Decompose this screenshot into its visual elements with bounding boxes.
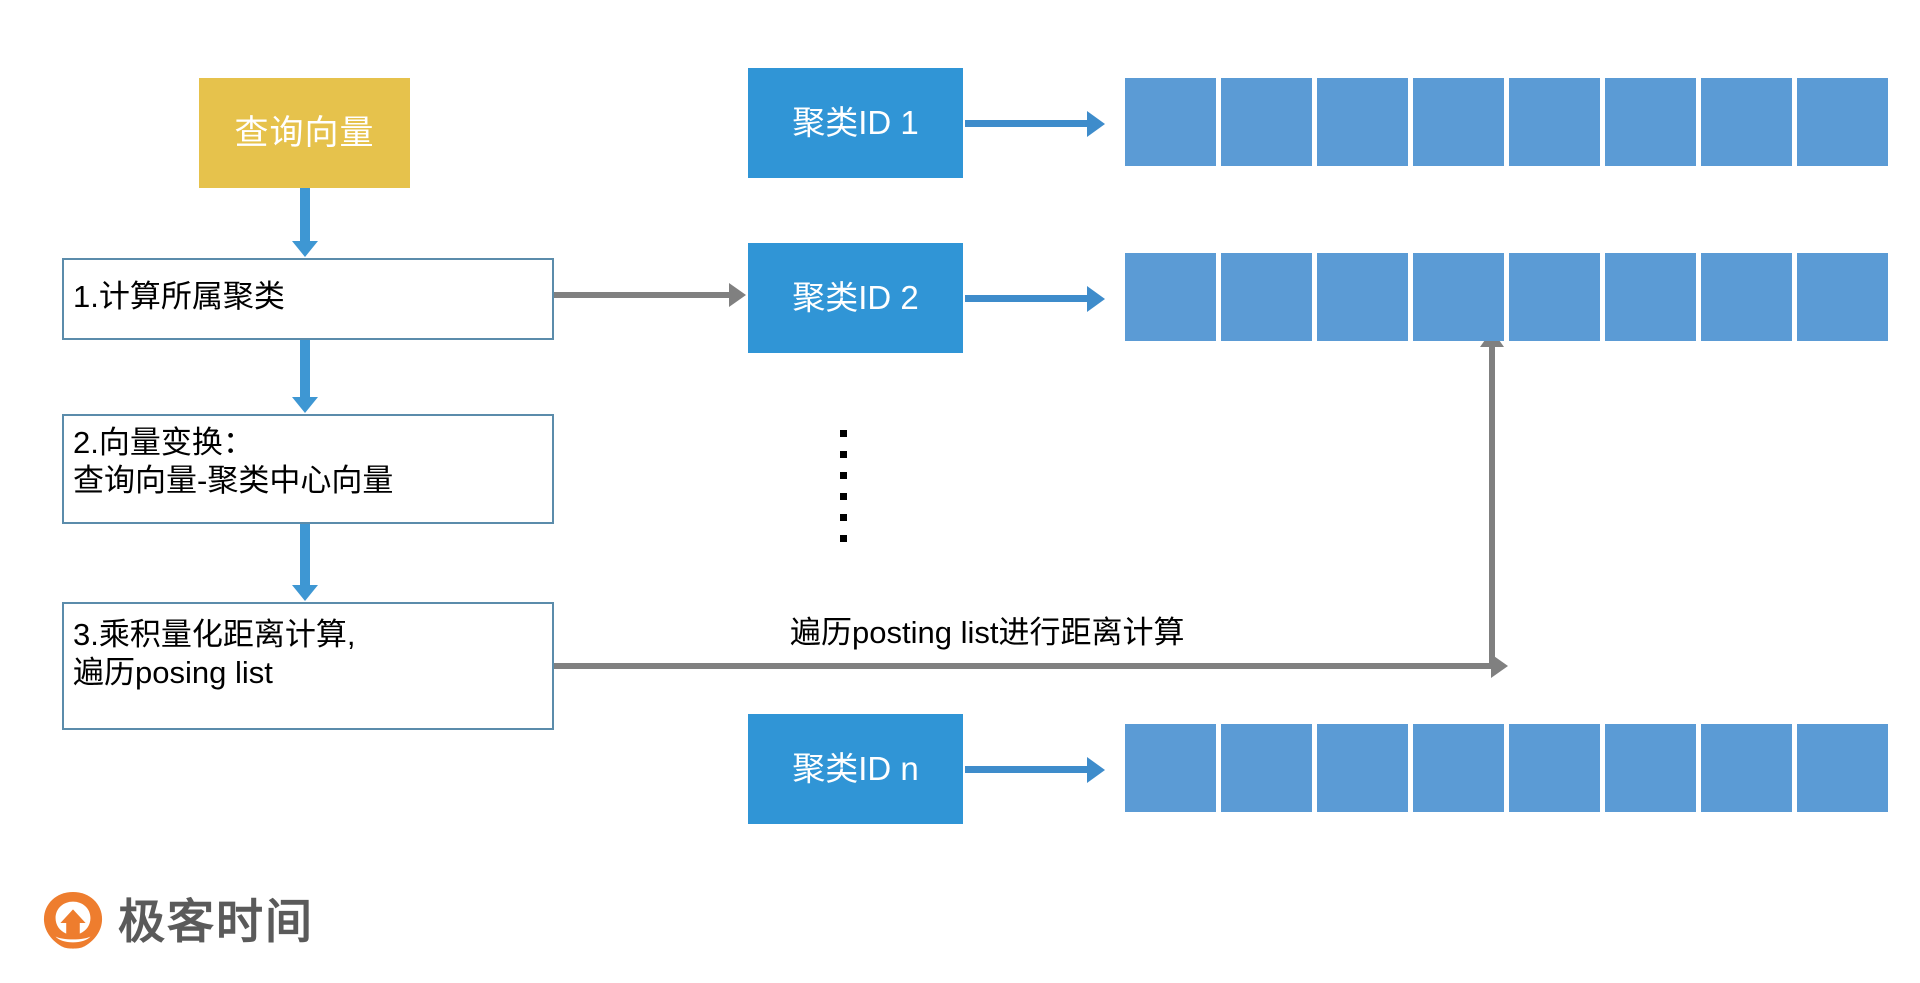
cluster-id-box-1: 聚类ID 1: [748, 68, 963, 178]
posting-list-cell: [1509, 253, 1600, 341]
cluster-id-label-1: 聚类ID 1: [792, 104, 919, 141]
cluster-id-box-n: 聚类ID n: [748, 714, 963, 824]
posting-list-cell: [1701, 78, 1792, 166]
cluster-id-box-2: 聚类ID 2: [748, 243, 963, 353]
step-2-label: 2.向量变换： 查询向量-聚类中心向量: [73, 425, 394, 498]
vertical-ellipsis-icon: [840, 430, 847, 542]
posting-list-cell: [1797, 253, 1888, 341]
posting-list-cell: [1317, 78, 1408, 166]
arrow-step1-to-step2: [300, 340, 310, 398]
step-box-1: 1.计算所属聚类: [62, 258, 554, 340]
posting-list-row-2: [1125, 253, 1888, 341]
arrow-traverse-up-to-postinglist: [1489, 345, 1495, 669]
ellipsis-dot: [840, 451, 847, 458]
arrow-query-to-step1: [300, 188, 310, 242]
posting-list-row-1: [1125, 78, 1888, 166]
posting-list-cell: [1317, 253, 1408, 341]
posting-list-cell: [1413, 724, 1504, 812]
posting-list-cell: [1509, 724, 1600, 812]
posting-list-cell: [1221, 78, 1312, 166]
ellipsis-dot: [840, 514, 847, 521]
arrow-clustern-to-postinglist: [965, 766, 1088, 773]
arrow-cluster1-to-postinglist: [965, 120, 1088, 127]
arrow-step3-traverse-horizontal: [554, 663, 1492, 669]
posting-list-cell: [1125, 78, 1216, 166]
ellipsis-dot: [840, 535, 847, 542]
traverse-caption: 遍历posting list进行距离计算: [790, 615, 1185, 650]
posting-list-cell: [1605, 78, 1696, 166]
posting-list-cell: [1605, 253, 1696, 341]
posting-list-cell: [1413, 78, 1504, 166]
step-3-label: 3.乘积量化距离计算, 遍历posing list: [73, 617, 356, 690]
brand-wordmark: 极客时间: [118, 894, 314, 948]
posting-list-cell: [1701, 724, 1792, 812]
posting-list-cell: [1317, 724, 1408, 812]
posting-list-cell: [1125, 253, 1216, 341]
arrow-step2-to-step3: [300, 524, 310, 586]
posting-list-cell: [1125, 724, 1216, 812]
posting-list-cell: [1221, 253, 1312, 341]
geekbang-logo-mark-icon: [43, 891, 103, 949]
posting-list-row-n: [1125, 724, 1888, 812]
arrow-cluster2-to-postinglist: [965, 295, 1088, 302]
posting-list-cell: [1605, 724, 1696, 812]
posting-list-cell: [1701, 253, 1792, 341]
brand-logo: 极客时间: [42, 890, 314, 952]
step-1-label: 1.计算所属聚类: [73, 279, 285, 314]
query-vector-box: 查询向量: [199, 78, 410, 188]
posting-list-cell: [1797, 78, 1888, 166]
step-box-3: 3.乘积量化距离计算, 遍历posing list: [62, 602, 554, 730]
cluster-id-label-n: 聚类ID n: [792, 750, 919, 787]
posting-list-cell: [1509, 78, 1600, 166]
cluster-id-label-2: 聚类ID 2: [792, 279, 919, 316]
arrow-step1-to-cluster2: [554, 292, 730, 298]
query-vector-label: 查询向量: [234, 114, 375, 152]
posting-list-cell: [1797, 724, 1888, 812]
ellipsis-dot: [840, 472, 847, 479]
posting-list-cell: [1221, 724, 1312, 812]
step-box-2: 2.向量变换： 查询向量-聚类中心向量: [62, 414, 554, 524]
ellipsis-dot: [840, 430, 847, 437]
ellipsis-dot: [840, 493, 847, 500]
posting-list-cell: [1413, 253, 1504, 341]
